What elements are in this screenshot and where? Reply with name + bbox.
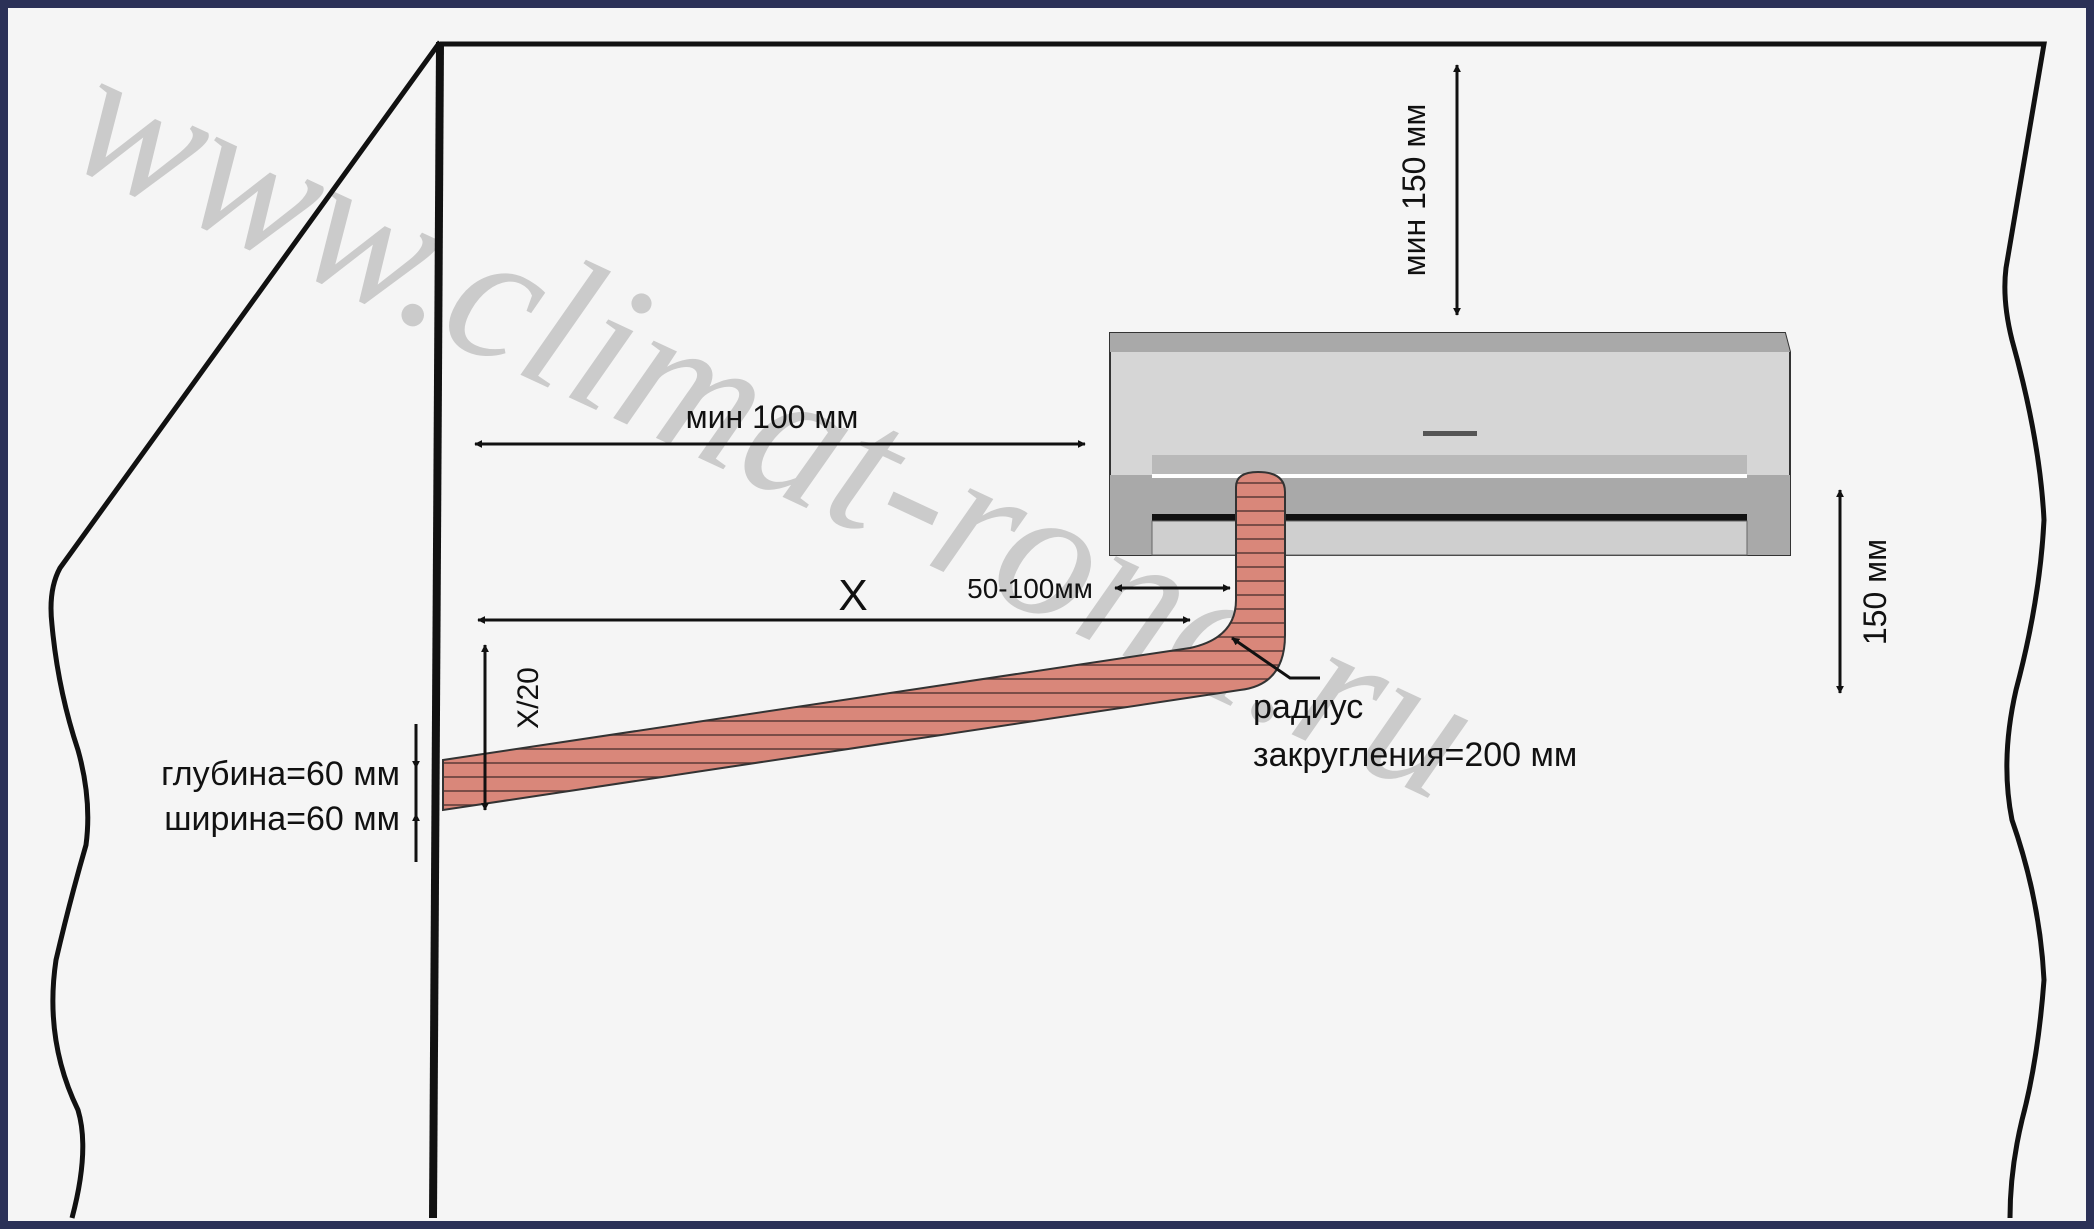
ac-indoor-unit xyxy=(1109,332,1791,556)
top-clearance-label: мин 150 мм xyxy=(1396,104,1432,277)
x-dimension-label: X xyxy=(838,571,867,620)
unit-indicator xyxy=(1423,431,1477,436)
width-label: ширина=60 мм xyxy=(164,800,400,838)
right-height-label: 150 мм xyxy=(1857,539,1893,645)
slope-label: X/20 xyxy=(512,667,545,729)
offset-label: 50-100мм xyxy=(967,573,1093,604)
depth-label: глубина=60 мм xyxy=(161,755,400,793)
left-wall-outline xyxy=(48,40,443,1219)
diagram-canvas: www.climat-rona.ru мин 150 мм мин 100 мм… xyxy=(8,8,2086,1221)
radius-leader-line xyxy=(1231,636,1320,680)
radius-label-line2: закругления=200 мм xyxy=(1253,736,1577,774)
drain-channel xyxy=(442,470,1286,812)
left-clearance-label: мин 100 мм xyxy=(686,399,859,435)
radius-label-line1: радиус xyxy=(1253,688,1363,726)
wall-corner-line xyxy=(429,41,444,1219)
back-wall-outline xyxy=(440,41,2047,1219)
installation-diagram: www.climat-rona.ru мин 150 мм мин 100 мм… xyxy=(42,8,2047,1219)
